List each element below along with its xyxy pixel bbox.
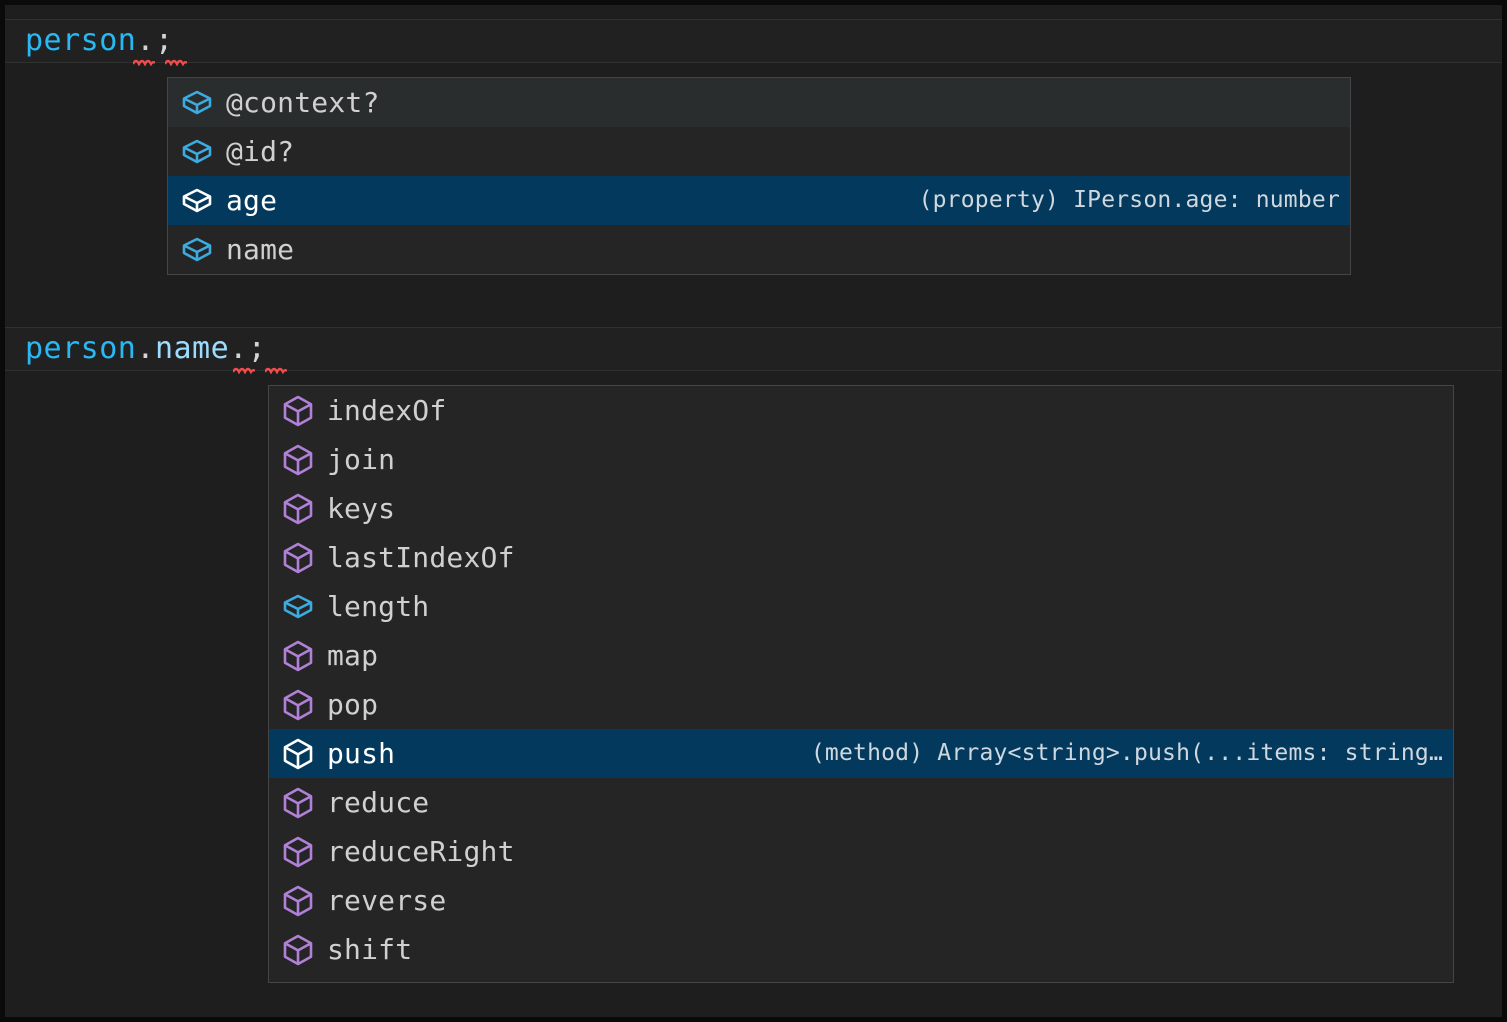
suggest-item-label: reduce	[327, 785, 430, 819]
method-cube-icon	[281, 688, 315, 722]
suggest-item-map[interactable]: map	[269, 631, 1453, 680]
suggest-item-keys[interactable]: keys	[269, 484, 1453, 533]
current-line-highlight-2	[5, 327, 1502, 371]
suggest-item-length[interactable]: length	[269, 582, 1453, 631]
error-squiggle-icon	[265, 365, 287, 374]
suggest-item-id[interactable]: @id?	[168, 127, 1350, 176]
property-cube-icon	[281, 590, 315, 624]
suggest-item-detail: (property) IPerson.age: number	[918, 189, 1340, 212]
suggest-item-age[interactable]: age (property) IPerson.age: number	[168, 176, 1350, 225]
suggest-item-reduceright[interactable]: reduceRight	[269, 827, 1453, 876]
suggest-item-label: reverse	[327, 883, 447, 917]
property-cube-icon	[180, 86, 214, 120]
suggest-item-reverse[interactable]: reverse	[269, 876, 1453, 925]
code-token-punctuation: .	[229, 331, 248, 366]
code-token-variable: person	[25, 23, 137, 58]
error-squiggle-icon	[165, 57, 187, 66]
property-cube-icon	[180, 233, 214, 267]
suggest-item-label: reduceRight	[327, 834, 515, 868]
method-cube-icon	[281, 835, 315, 869]
suggest-item-label: keys	[327, 491, 396, 525]
current-line-highlight-1	[5, 19, 1502, 63]
suggest-item-name[interactable]: name	[168, 225, 1350, 274]
code-token-property: name	[154, 331, 230, 366]
suggest-item-label: @id?	[226, 134, 295, 168]
suggest-item-label: name	[226, 232, 295, 266]
suggest-widget-name[interactable]: indexOf join keys lastIndexOf length map pop pu…	[268, 385, 1454, 983]
suggest-item-reduce[interactable]: reduce	[269, 778, 1453, 827]
method-cube-icon	[281, 443, 315, 477]
suggest-item-context[interactable]: @context?	[168, 78, 1350, 127]
code-token-punctuation: ;	[247, 331, 267, 366]
suggest-item-label: map	[327, 638, 379, 672]
method-cube-icon	[281, 737, 315, 771]
code-token-variable: person	[25, 331, 137, 366]
suggest-item-pop[interactable]: pop	[269, 680, 1453, 729]
suggest-item-label: shift	[327, 932, 413, 966]
property-cube-icon	[180, 184, 214, 218]
suggest-item-label: push	[327, 736, 396, 770]
method-cube-icon	[281, 492, 315, 526]
code-editor[interactable]: person.; person.name.; @context?@id?age(…	[5, 5, 1502, 1017]
suggest-item-label: age	[226, 183, 278, 217]
code-token-punctuation: .	[136, 331, 155, 366]
suggest-item-label: length	[327, 589, 430, 623]
suggest-widget-person[interactable]: @context? @id? age (property) IPerson.age: …	[167, 77, 1351, 275]
method-cube-icon	[281, 639, 315, 673]
suggest-item-detail: (method) Array<string>.push(...items: st…	[810, 742, 1443, 765]
property-cube-icon	[180, 135, 214, 169]
suggest-item-label: pop	[327, 687, 379, 721]
method-cube-icon	[281, 884, 315, 918]
suggest-item-lastindexof[interactable]: lastIndexOf	[269, 533, 1453, 582]
code-token-punctuation: .	[136, 23, 155, 58]
code-line-person[interactable]: person.;	[25, 19, 174, 63]
suggest-item-label: indexOf	[327, 393, 447, 427]
suggest-item-label: lastIndexOf	[327, 540, 515, 574]
suggest-item-label: @context?	[226, 85, 380, 119]
suggest-item-shift[interactable]: shift	[269, 925, 1453, 974]
method-cube-icon	[281, 541, 315, 575]
suggest-item-label: join	[327, 442, 396, 476]
method-cube-icon	[281, 786, 315, 820]
method-cube-icon	[281, 394, 315, 428]
code-line-person-name[interactable]: person.name.;	[25, 327, 266, 371]
suggest-item-push[interactable]: push (method) Array<string>.push(...items…	[269, 729, 1453, 778]
code-token-punctuation: ;	[154, 23, 174, 58]
method-cube-icon	[281, 933, 315, 967]
error-squiggle-icon	[133, 57, 155, 66]
suggest-item-indexof[interactable]: indexOf	[269, 386, 1453, 435]
suggest-item-join[interactable]: join	[269, 435, 1453, 484]
error-squiggle-icon	[233, 365, 255, 374]
